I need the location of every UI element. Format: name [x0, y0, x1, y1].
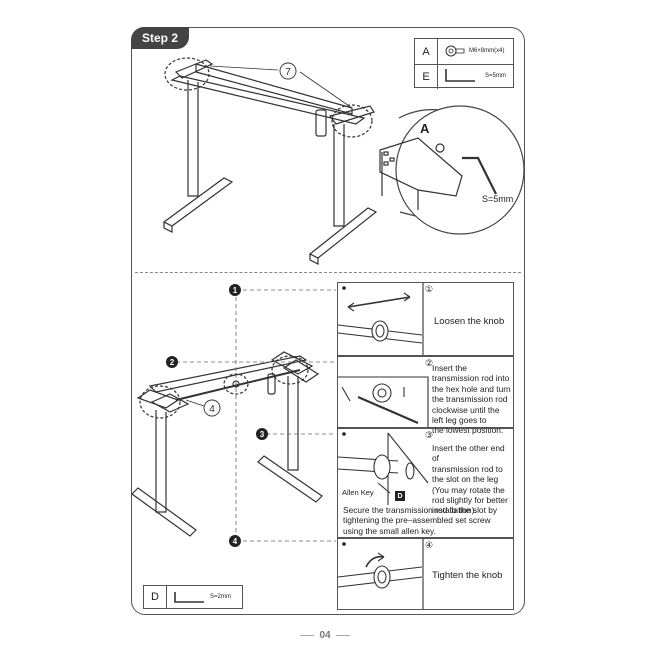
part-spec: S=5mm: [485, 73, 506, 79]
substep-2: ② Insert the transmission rod into the h…: [337, 356, 514, 435]
label-a: A: [420, 121, 430, 136]
knob-loosen-illustration: [338, 283, 424, 355]
substep-text: Insert the other end of transmission rod…: [432, 443, 508, 516]
substep-num: ④: [425, 540, 434, 550]
part-row-e: E S=5mm: [415, 64, 513, 89]
part-row-a: A M6×8mm(x4): [415, 39, 513, 65]
substep-3: ③ Insert the other end of transmission r…: [337, 428, 514, 538]
part-spec: M6×8mm(x4): [469, 48, 505, 54]
part-letter: E: [415, 64, 438, 89]
part-d-table: D S=2mm: [143, 585, 243, 609]
callout-7-text: 7: [285, 67, 291, 78]
step-num-2: 2: [166, 356, 178, 368]
substep-1: ① Loosen the knob: [337, 282, 514, 356]
callout-7: [279, 62, 297, 80]
step-num-1: 1: [229, 284, 241, 296]
step-tab: Step 2: [131, 27, 189, 49]
part-d-badge: D: [395, 491, 405, 501]
rod-insert-illustration: [338, 376, 429, 427]
allen-key-label: Allen Key: [342, 488, 374, 497]
parts-table: A M6×8mm(x4) E S=5mm: [414, 38, 514, 89]
bolt-icon: [445, 45, 465, 57]
step-num-4: 4: [229, 535, 241, 547]
allen-key-icon: [445, 69, 475, 82]
substep-4: ④ Tighten the knob: [337, 538, 514, 610]
callout-4: [203, 399, 221, 417]
part-spec: S=2mm: [210, 594, 231, 600]
instruction-frame: [131, 27, 525, 615]
step-num-3: 3: [256, 428, 268, 440]
rod-slot-illustration: [338, 432, 429, 505]
callout-4-text: 4: [209, 404, 215, 415]
substep-text: Insert the transmission rod into the hex…: [432, 363, 511, 436]
label-size: S=5mm: [482, 194, 514, 204]
knob-tighten-illustration: [338, 539, 424, 609]
page-number: 04: [0, 630, 650, 641]
substep-note: Secure the transmission rod to the slot …: [343, 505, 498, 536]
substep-text: Tighten the knob: [432, 570, 503, 581]
allen-key-icon: [174, 592, 204, 603]
substep-text: Loosen the knob: [434, 316, 505, 327]
part-letter: A: [415, 39, 438, 64]
substep-num: ③: [425, 430, 434, 440]
substep-num: ①: [425, 284, 434, 294]
part-letter: D: [144, 586, 167, 608]
section-divider: [135, 272, 521, 273]
substep-num: ②: [425, 358, 434, 368]
